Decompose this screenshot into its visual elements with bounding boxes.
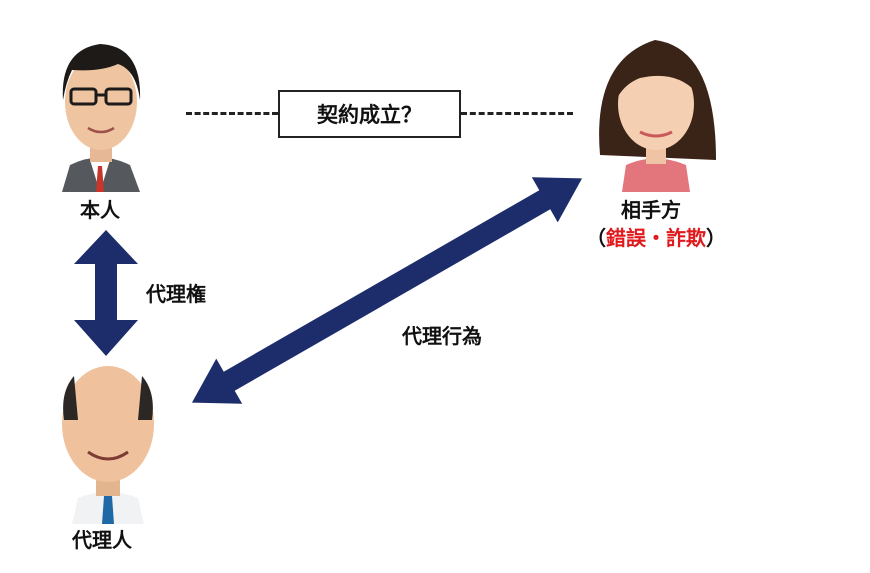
- note-close-paren: ）: [706, 226, 726, 250]
- agent-avatar: [62, 366, 154, 524]
- contract-dash-left: [186, 112, 278, 115]
- note-mistake: 錯誤: [606, 226, 646, 250]
- authority-label: 代理権: [146, 282, 206, 306]
- principal-label: 本人: [80, 198, 120, 222]
- counterparty-label: 相手方: [621, 198, 681, 222]
- contract-dash-right: [461, 112, 573, 115]
- counterparty-note: （錯誤・詐欺）: [586, 226, 726, 250]
- note-open-paren: （: [586, 226, 606, 250]
- agent-label: 代理人: [72, 528, 132, 552]
- note-fraud: 詐欺: [666, 226, 706, 250]
- agency-act-arrow: [191, 177, 583, 404]
- note-separator: ・: [646, 226, 666, 250]
- counterparty-avatar: [599, 40, 716, 192]
- contract-label: 契約成立？: [317, 103, 422, 127]
- principal-avatar: [62, 44, 141, 192]
- agency-act-label: 代理行為: [402, 324, 482, 348]
- contract-box: 契約成立？: [278, 90, 461, 138]
- authority-arrow: [74, 230, 138, 356]
